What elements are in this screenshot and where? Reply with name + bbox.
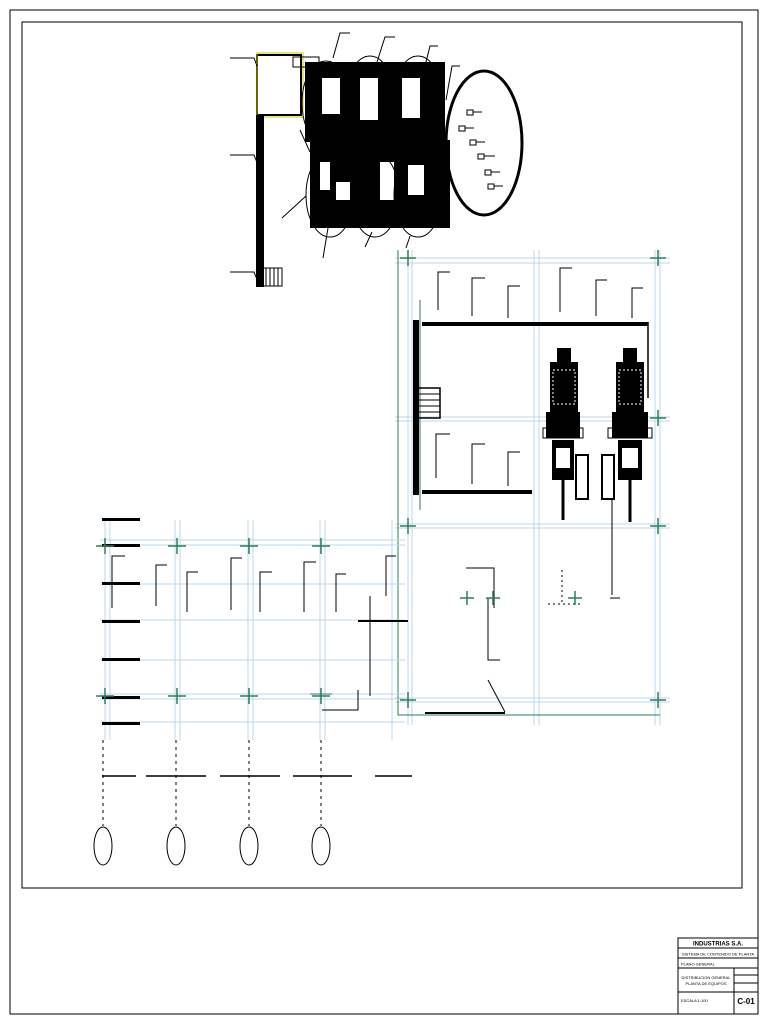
tank-opening — [360, 78, 378, 120]
column-markers — [96, 250, 666, 708]
title-block-drawing-subtitle: PLANTA DE EQUIPOS — [685, 981, 726, 986]
tank-circle — [393, 152, 443, 238]
process-area-grid — [395, 250, 670, 725]
title-block-drawing-title: DISTRIBUCION GENERAL — [682, 975, 732, 980]
tank-building-plan — [230, 32, 524, 287]
leader-lines — [230, 32, 460, 283]
process-area-edges — [397, 250, 660, 716]
tank-circle — [305, 152, 355, 238]
left-leaders — [111, 555, 396, 711]
upper-header-pipe — [422, 322, 649, 398]
grid-bubble — [166, 826, 186, 866]
title-block-sheet-number: C-01 — [737, 997, 755, 1006]
tank-opening — [322, 78, 340, 114]
tank-circle — [393, 55, 443, 141]
axis-dashes — [102, 740, 322, 826]
equipment-column-b — [601, 348, 653, 595]
lower-process-details — [425, 567, 620, 714]
grid-bubble — [239, 826, 259, 866]
entry-room — [256, 54, 302, 116]
tank-opening — [408, 165, 424, 195]
tank-circle — [350, 152, 400, 238]
lower-header-pipe — [422, 490, 532, 494]
title-block-subtitle: PLANO GENERAL — [681, 962, 716, 967]
grid-bubble — [93, 826, 113, 866]
tank-opening — [320, 162, 330, 190]
left-grid-lines — [100, 520, 405, 740]
tank-opening — [336, 182, 350, 200]
tank-opening — [380, 162, 394, 200]
header-drops — [435, 267, 643, 486]
valve-symbols — [458, 109, 503, 190]
tank-opening — [402, 78, 420, 118]
large-tank — [444, 69, 524, 217]
grid-bubble — [311, 826, 331, 866]
equipment-column-a — [542, 348, 589, 520]
title-block: INDUSTRIAS S.A. SISTEMA DE CONTENIDO DE … — [677, 937, 759, 1015]
title-block-company: INDUSTRIAS S.A. — [693, 942, 743, 948]
access-stair — [413, 387, 441, 419]
entry-room-highlight — [256, 52, 304, 118]
riser-pipe — [413, 320, 419, 495]
tank-circle — [301, 60, 351, 146]
title-block-project: SISTEMA DE CONTENIDO DE PLANTA — [682, 952, 754, 957]
title-block-scale: ESCALA 1:100 — [681, 998, 708, 1003]
left-beams — [102, 518, 408, 725]
drawing-frame — [21, 21, 743, 889]
vertical-duct — [256, 115, 264, 287]
stair-bottom — [261, 267, 283, 287]
sheet-outer-border — [9, 9, 759, 1015]
